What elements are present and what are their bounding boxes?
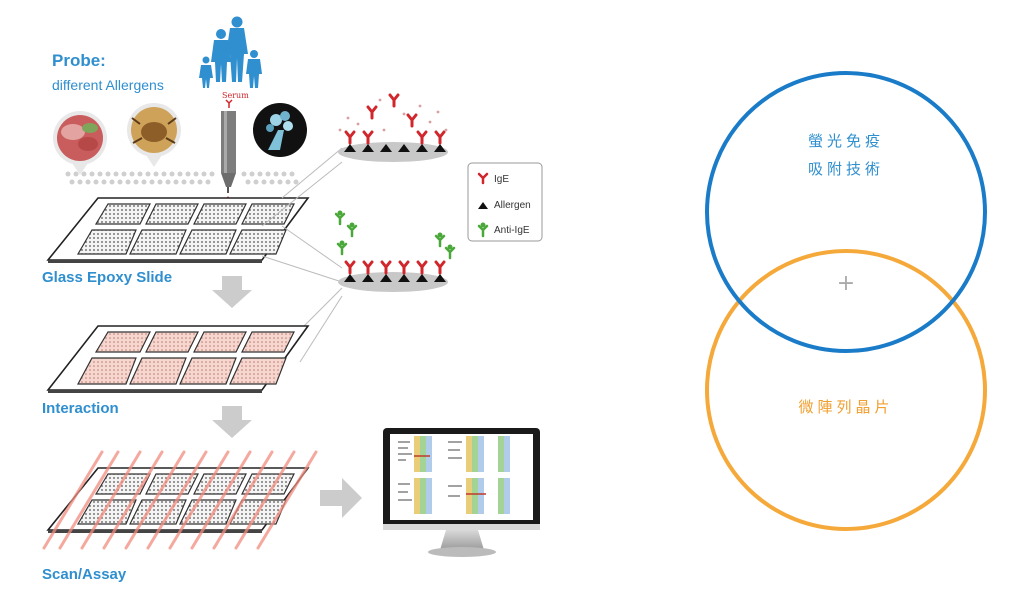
- venn-circle-fluorescence: [705, 71, 987, 353]
- probe-title: Probe:: [52, 51, 106, 70]
- step-label-scan-assay: Scan/Assay: [42, 566, 127, 583]
- glass-slide-2: [46, 325, 310, 393]
- zoom-connector-1: [261, 147, 343, 283]
- serum-antibody-icon: [225, 99, 233, 108]
- venn-center-mark: +: [837, 271, 855, 296]
- step-label-interaction: Interaction: [42, 400, 119, 417]
- venn-diagram: 螢光免疫 吸附技術 + 微陣列晶片: [705, 71, 987, 531]
- legend-ige-label: IgE: [494, 174, 509, 185]
- glass-slide-1: [46, 197, 310, 263]
- allergen-food-image: [53, 111, 107, 175]
- zoom-anti-ige: [334, 210, 456, 292]
- ige-icon: [477, 172, 489, 185]
- anti-ige-icon: [477, 222, 489, 238]
- venn-top-line1: 螢光免疫: [808, 132, 884, 150]
- family-icon: [199, 16, 262, 88]
- monitor-icon: [383, 428, 540, 557]
- arrow-down-icon: [212, 276, 252, 308]
- arrow-right-icon: [320, 478, 362, 518]
- dispense-dots: [65, 171, 299, 185]
- venn-bottom-label: 微陣列晶片: [798, 398, 893, 416]
- allergen-mold-image: [253, 103, 307, 157]
- legend-allergen-label: Allergen: [494, 200, 531, 211]
- allergen-icon: [478, 202, 488, 209]
- step-label-glass-slide: Glass Epoxy Slide: [42, 269, 172, 286]
- legend-box: IgE Allergen Anti-IgE: [467, 162, 543, 242]
- probe-subtitle: different Allergens: [52, 77, 164, 93]
- legend-anti-ige-label: Anti-IgE: [494, 225, 530, 236]
- venn-top-line2: 吸附技術: [808, 160, 884, 178]
- scan-laser-lines: [42, 450, 318, 550]
- pipette-icon: [221, 111, 236, 211]
- zoom-allergen-ige: [338, 93, 448, 162]
- arrow-down-icon: [212, 406, 252, 438]
- venn-circle-microarray: [705, 249, 987, 531]
- zoom-connector-2: [299, 287, 343, 363]
- allergen-mite-image: [127, 103, 181, 167]
- serum-label: Serum: [222, 91, 249, 100]
